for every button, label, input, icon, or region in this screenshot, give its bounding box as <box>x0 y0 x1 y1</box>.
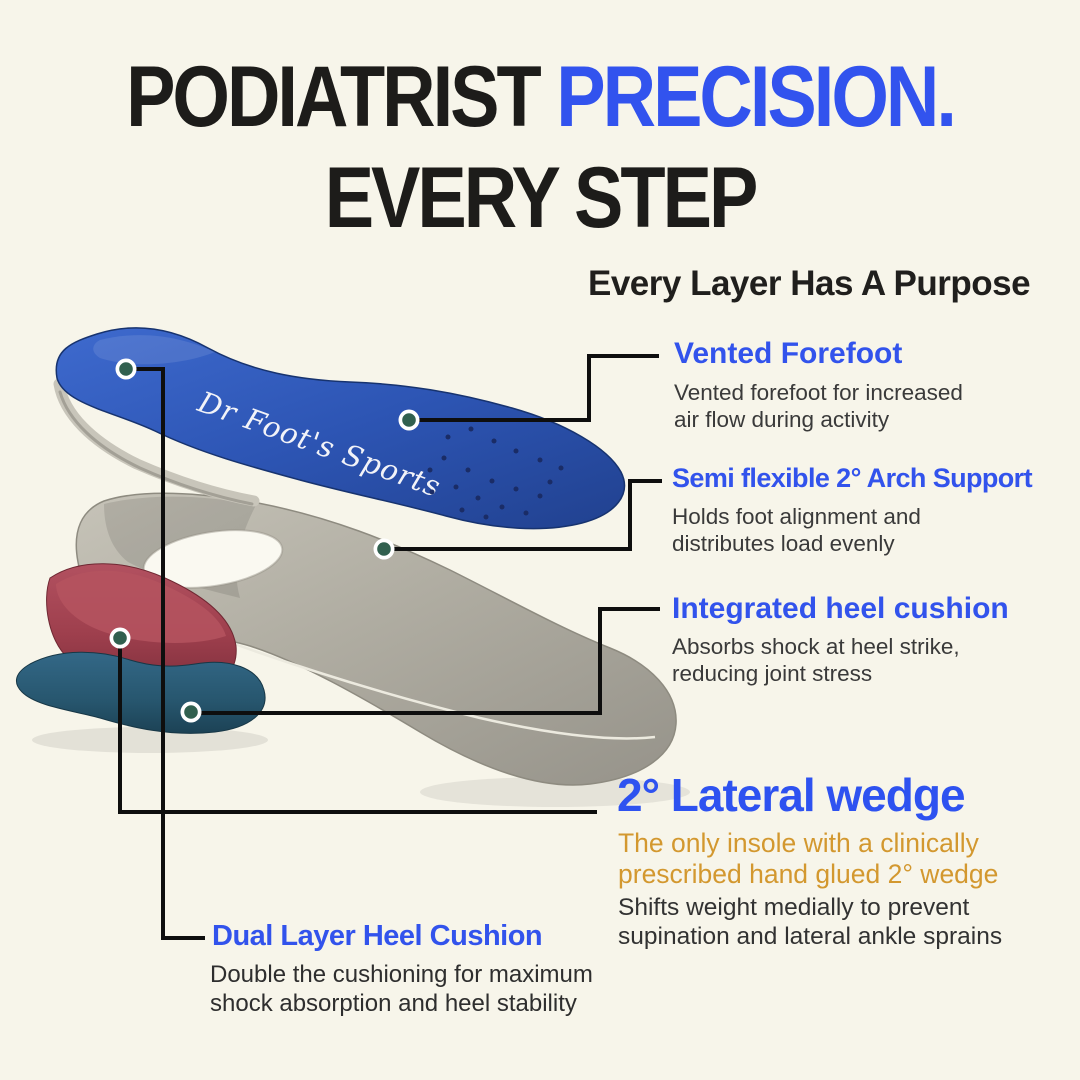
teal-heel-cushion-layer <box>15 651 266 734</box>
marker-dot-wedge <box>109 627 131 649</box>
gray-underside-seam <box>217 636 656 740</box>
callout-body-lateral-wedge: Shifts weight medially to prevent supina… <box>618 894 1003 950</box>
blue-top-insole-layer: Dr Foot's Sports <box>53 327 626 530</box>
line-integrated-heel-cushion <box>193 607 660 715</box>
marker-dot-arch <box>373 538 395 560</box>
blue-insole-highlight <box>93 335 215 365</box>
shadow-under-cushion <box>32 727 268 753</box>
callout-heading-integrated-heel-cushion: Integrated heel cushion <box>672 592 1009 625</box>
vent-perforations <box>427 426 564 520</box>
line-dual-layer-heel-cushion <box>128 367 205 940</box>
line-lateral-wedge <box>118 640 597 814</box>
section-heading: Every Layer Has A Purpose <box>588 264 1031 303</box>
page-title-line2: EVERY STEP <box>324 149 759 246</box>
page-title-line1: PODIATRIST PRECISION. <box>0 46 1080 147</box>
callout-body-integrated-heel-cushion: Absorbs shock at heel strike, reducing j… <box>672 634 960 686</box>
callout-heading-vented-forefoot: Vented Forefoot <box>674 337 903 370</box>
callout-body-vented-forefoot: Vented forefoot for increased air flow d… <box>674 380 963 432</box>
title-blue-part: PRECISION. <box>556 48 957 145</box>
callout-subheading-lateral-wedge: The only insole with a clinically prescr… <box>618 828 999 889</box>
line-arch-support <box>386 479 662 551</box>
marker-dot-cushion <box>180 701 202 723</box>
callout-heading-lateral-wedge: 2° Lateral wedge <box>617 769 966 821</box>
title-black-part: PODIATRIST <box>126 48 557 145</box>
marker-dot-forefoot <box>398 409 420 431</box>
callout-body-dual-layer-heel-cushion: Double the cushioning for maximum shock … <box>210 961 593 1017</box>
layer-marker-dots <box>109 358 420 723</box>
marker-dot-heel <box>115 358 137 380</box>
callout-body-arch-support: Holds foot alignment and distributes loa… <box>672 504 921 556</box>
callout-heading-dual-layer-heel-cushion: Dual Layer Heel Cushion <box>212 920 543 952</box>
callout-lines <box>118 354 662 940</box>
blue-insole-foam-underside-shadow <box>58 390 254 506</box>
page-title: PODIATRIST PRECISION. EVERY STEP <box>0 46 1080 248</box>
callout-heading-arch-support: Semi flexible 2° Arch Support <box>672 463 1033 493</box>
shadow-under-toe <box>420 777 690 807</box>
line-vented-forefoot <box>410 354 659 422</box>
red-wedge-top-face <box>56 570 226 643</box>
